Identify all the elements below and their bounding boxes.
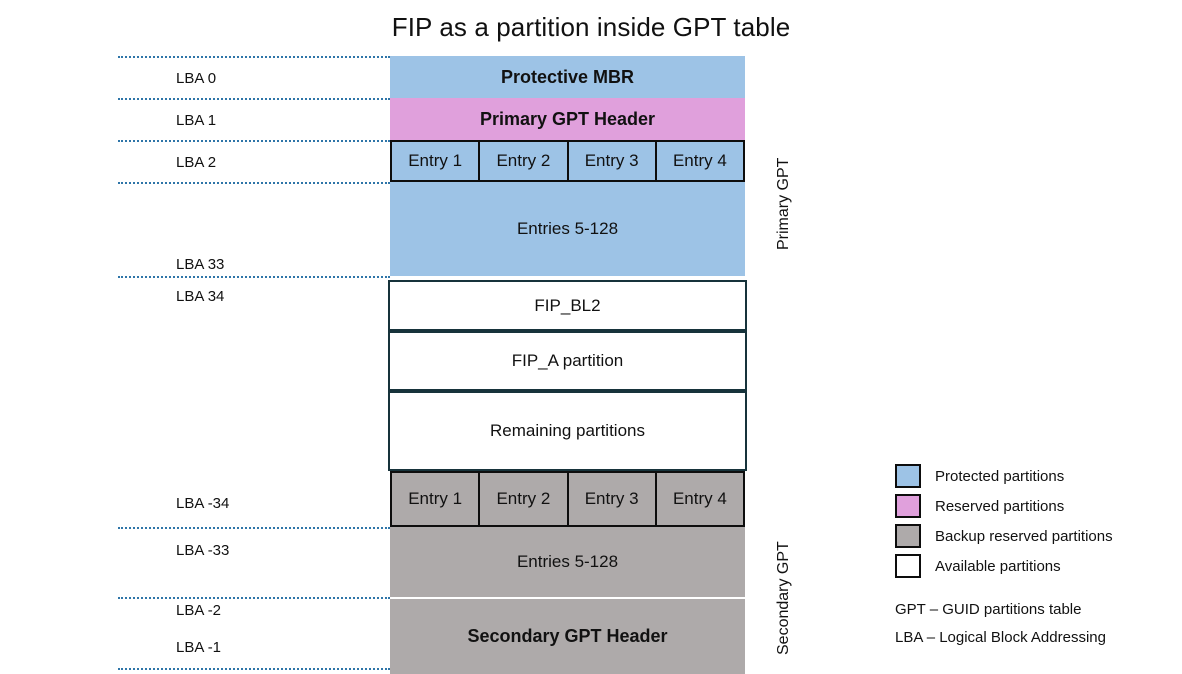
- primary-entries-5-128: Entries 5-128: [390, 182, 745, 276]
- legend-available: Available partitions: [895, 551, 1113, 581]
- leader-line: [118, 597, 390, 599]
- legend-swatch: [895, 554, 921, 578]
- leader-line: [118, 98, 390, 100]
- abbreviation-line: LBA – Logical Block Addressing: [895, 629, 1106, 646]
- lba-label: LBA -2: [176, 602, 222, 619]
- lba-label: LBA -33: [176, 542, 230, 559]
- leader-line: [118, 276, 390, 278]
- leader-line: [118, 182, 390, 184]
- lba-label: LBA 2: [176, 154, 217, 171]
- secondary-gpt-header: Secondary GPT Header: [390, 599, 745, 674]
- legend-reserved: Reserved partitions: [895, 491, 1113, 521]
- secondary-gpt-bracket-label: Secondary GPT: [775, 541, 792, 655]
- remaining-partitions: Remaining partitions: [388, 391, 747, 471]
- gpt-entry-cell: Entry 2: [480, 142, 569, 180]
- lba-label: LBA 33: [176, 256, 225, 273]
- gpt-entry-cell: Entry 2: [480, 473, 569, 525]
- legend-label: Reserved partitions: [935, 497, 1065, 515]
- abbreviation-line: GPT – GUID partitions table: [895, 601, 1082, 618]
- gpt-entry-cell: Entry 3: [568, 142, 657, 180]
- legend-swatch: [895, 464, 921, 488]
- lba-label: LBA 34: [176, 288, 225, 305]
- lba-label: LBA 0: [176, 70, 217, 87]
- legend-label: Backup reserved partitions: [935, 527, 1113, 545]
- gpt-entry-cell: Entry 3: [568, 473, 657, 525]
- lba-label: LBA 1: [176, 112, 217, 129]
- gpt-entry-cell: Entry 4: [656, 142, 745, 180]
- leader-line: [118, 140, 390, 142]
- primary-gpt-bracket-label: Primary GPT: [775, 157, 792, 250]
- legend-protected: Protected partitions: [895, 461, 1113, 491]
- protective-mbr: Protective MBR: [390, 56, 745, 98]
- lba-label: LBA -1: [176, 639, 222, 656]
- legend-label: Protected partitions: [935, 467, 1065, 485]
- fip-bl2: FIP_BL2: [388, 280, 747, 331]
- fip-a-partition: FIP_A partition: [388, 331, 747, 391]
- lba-label: LBA -34: [176, 495, 230, 512]
- gpt-entry-cell: Entry 4: [656, 473, 745, 525]
- legend-label: Available partitions: [935, 557, 1061, 575]
- secondary-entries-5-128: Entries 5-128: [390, 527, 745, 597]
- page-title: FIP as a partition inside GPT table: [391, 12, 791, 42]
- legend-backup-reserved: Backup reserved partitions: [895, 521, 1113, 551]
- leader-line: [118, 56, 390, 58]
- legend-swatch: [895, 524, 921, 548]
- leader-line: [118, 668, 390, 670]
- legend-swatch: [895, 494, 921, 518]
- gpt-entry-cell: Entry 1: [392, 142, 481, 180]
- primary-gpt-header: Primary GPT Header: [390, 98, 745, 140]
- gpt-entry-cell: Entry 1: [392, 473, 481, 525]
- leader-line: [118, 527, 390, 529]
